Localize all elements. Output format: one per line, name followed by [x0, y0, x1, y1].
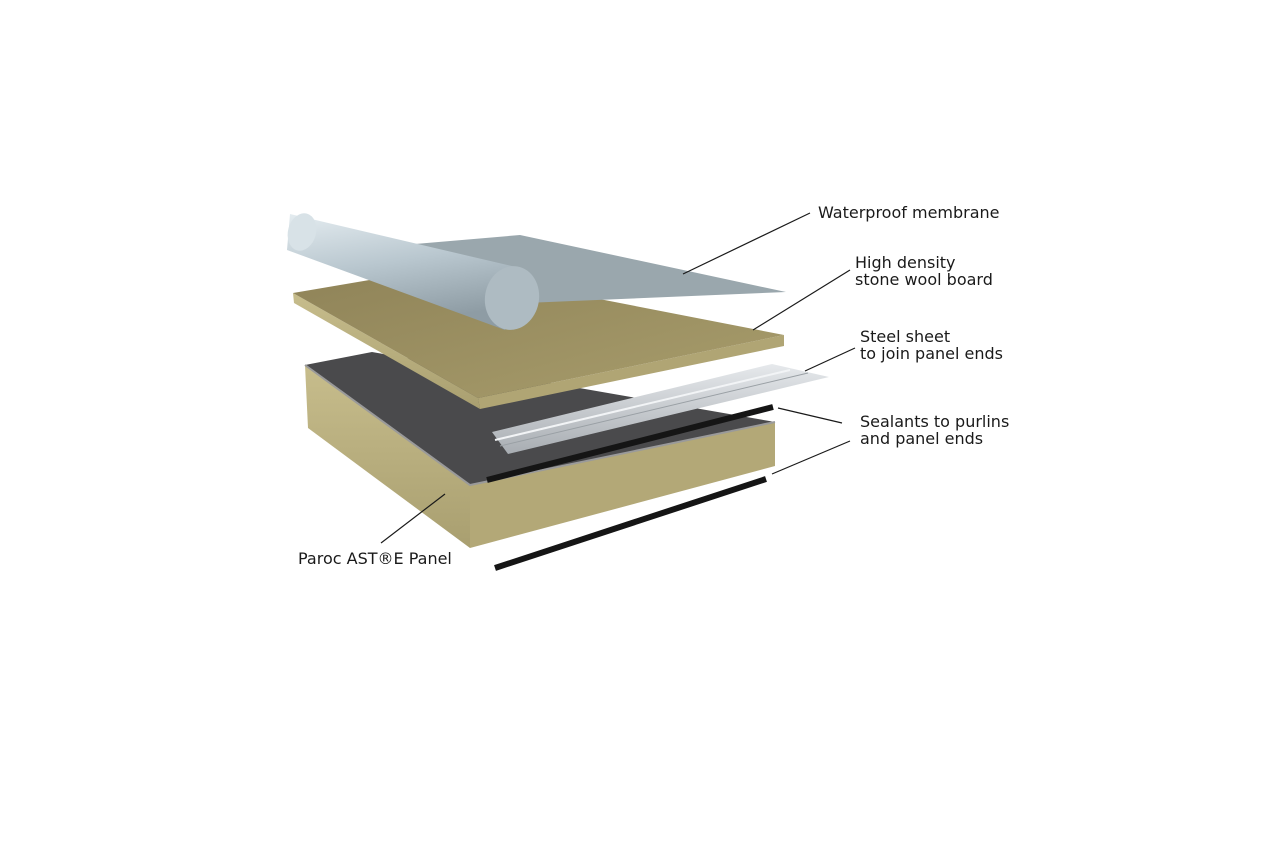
label-waterproof-membrane: Waterproof membrane: [818, 203, 1000, 222]
leader-lines: [380, 212, 856, 544]
label-paroc-panel: Paroc AST®E Panel: [298, 549, 452, 568]
label-sealants-line2: and panel ends: [860, 429, 984, 448]
steel-sheet: [492, 364, 829, 454]
membrane-roll: [287, 213, 540, 330]
stone-wool-board: [293, 268, 784, 409]
panel-top-steel: [305, 352, 775, 485]
label-wool-board-line2: stone wool board: [855, 270, 993, 289]
paroc-panel: [304, 352, 776, 548]
sealant-strip-upper: [486, 404, 774, 483]
label-wool-board-line1: High density: [855, 253, 956, 272]
label-steel-sheet-line2: to join panel ends: [860, 344, 1004, 363]
panel-left-side: [305, 365, 470, 548]
panel-front-side: [470, 422, 775, 548]
panel-edge: [304, 364, 776, 487]
label-sealants-line1: Sealants to purlins: [860, 412, 1010, 431]
sealant-strip-lower: [494, 476, 767, 571]
label-steel-sheet-line1: Steel sheet: [860, 327, 951, 346]
